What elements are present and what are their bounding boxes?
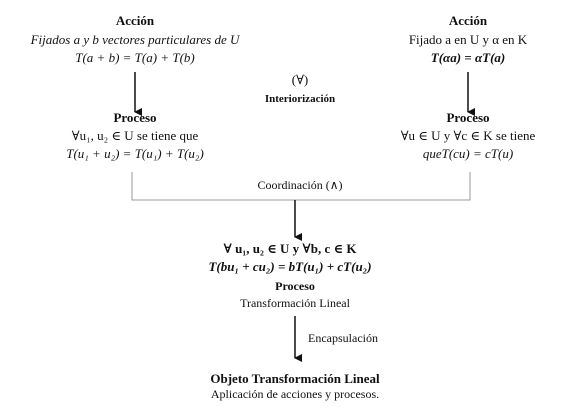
right-proceso-title: Proceso — [446, 110, 490, 125]
coordinacion-label: Coordinación (∧) — [240, 178, 360, 193]
right-accion-line1: Fijado a en U y α en K — [408, 32, 528, 47]
combined-proceso-subtitle: Transformación Lineal — [240, 296, 350, 310]
right-accion-line2: T(αa) = αT(a) — [430, 50, 506, 65]
encapsulacion-label: Encapsulación — [308, 331, 378, 345]
left-accion-line1: Fijados a y b vectores particulares de U — [30, 32, 240, 47]
forall-symbol: (∀) — [291, 72, 309, 87]
left-proceso-line1: ∀u₁, u₂ ∈ U se tiene que — [71, 128, 199, 143]
coordination-bracket — [131, 172, 471, 201]
right-proceso-line2: queT(cu) = cT(u) — [422, 146, 514, 161]
objeto-title: Objeto Transformación Lineal — [210, 371, 380, 386]
objeto-subtitle: Aplicación de acciones y procesos. — [210, 387, 380, 401]
left-accion-title: Acción — [115, 13, 155, 28]
interiorizacion-label: Interiorización — [264, 93, 336, 105]
left-proceso-title: Proceso — [113, 110, 157, 125]
left-accion-line2: T(a + b) = T(a) + T(b) — [75, 50, 195, 65]
combined-line1: ∀ u₁, u₂ ∈ U y ∀b, c ∈ K — [223, 241, 357, 256]
right-accion-title: Acción — [448, 13, 488, 28]
combined-line2: T(bu₁ + cu₂) = bT(u₁) + cT(u₂) — [208, 259, 372, 274]
combined-proceso-title: Proceso — [275, 279, 315, 293]
left-proceso-line2: T(u₁ + u₂) = T(u₁) + T(u₂) — [66, 146, 204, 161]
right-proceso-line1: ∀u ∈ U y ∀c ∈ K se tiene — [400, 128, 536, 143]
